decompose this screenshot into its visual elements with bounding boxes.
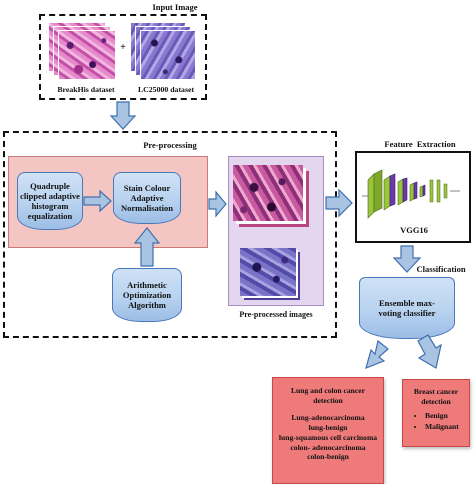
breast-class-item: Benign <box>425 411 469 422</box>
lung-colon-class-item: lung-benign <box>308 423 348 433</box>
lung-colon-class-item: Lung-adenocarcinoma <box>291 413 365 423</box>
preprocessed-image-breast <box>233 165 303 221</box>
preprocessing-box <box>3 131 337 338</box>
preprocessing-title: Pre-processing <box>143 140 197 150</box>
breast-class-item: Malignant <box>425 422 469 433</box>
clahe-label: Quadruple clipped adaptive histogram equ… <box>20 180 80 222</box>
feature-extraction-title: Feature Extraction <box>384 139 456 149</box>
stain-normalisation-step: Stain Colour Adaptive Normalisation <box>113 172 181 224</box>
lc25000-label: LC25000 dataset <box>137 85 195 94</box>
breakhis-image <box>58 30 116 80</box>
plus-sign: + <box>120 42 126 53</box>
lung-colon-class-item: colon- adenocarcinoma <box>290 442 366 452</box>
classification-title: Classification <box>416 264 466 274</box>
clahe-step: Quadruple clipped adaptive histogram equ… <box>17 172 83 230</box>
arrow-preprocessing-to-feature <box>325 188 353 218</box>
arrow-input-to-preprocessing <box>109 101 137 130</box>
arrow-stain-to-preprocessed <box>208 190 227 218</box>
breast-class-list: Benign Malignant <box>403 411 469 432</box>
lung-colon-class-item: lung-squamous cell carcinoma <box>278 432 378 442</box>
aoa-label: Arithmetic Optimization Algorithm <box>122 279 172 311</box>
ensemble-classifier: Ensemble max-voting classifier <box>359 277 455 339</box>
stain-normalisation-label: Stain Colour Adaptive Normalisation <box>121 182 173 214</box>
preprocessed-images-label: Pre-processed images <box>239 310 313 319</box>
arrow-aoa-to-stain <box>133 227 161 267</box>
lung-colon-detection-box: Lung and colon cancer detection Lung-ade… <box>272 377 384 484</box>
breakhis-label: BreakHis dataset <box>57 85 115 94</box>
breakhis-image-stack <box>48 22 120 82</box>
vgg16-architecture-icon <box>362 169 460 219</box>
preprocessed-image-lung <box>240 248 296 296</box>
breast-detection-box: Breast cancer detection Benign Malignant <box>402 379 470 447</box>
vgg16-label: VGG16 <box>400 225 428 235</box>
ensemble-classifier-label: Ensemble max-voting classifier <box>378 297 436 318</box>
lung-colon-detection-title: Lung and colon cancer detection <box>290 386 366 405</box>
arrow-feature-to-classifier <box>392 245 422 273</box>
lung-colon-class-item: colon-benign <box>307 452 349 462</box>
arrow-classifier-to-breast <box>417 334 442 369</box>
arrow-clahe-to-stain <box>83 189 112 213</box>
arrow-classifier-to-lung-colon <box>365 339 389 369</box>
lc25000-image-stack <box>130 22 202 82</box>
aoa-step: Arithmetic Optimization Algorithm <box>112 268 182 322</box>
breast-detection-title: Breast cancer detection <box>413 387 459 406</box>
input-image-title: Input Image <box>152 2 198 12</box>
input-image-box <box>39 14 207 100</box>
lc25000-image <box>140 30 196 80</box>
